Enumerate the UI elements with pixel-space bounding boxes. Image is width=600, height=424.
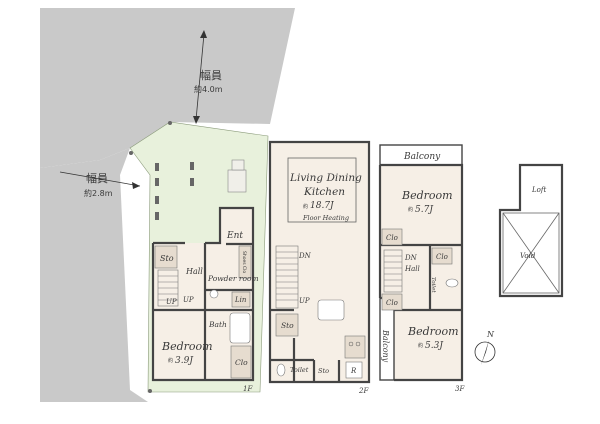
road-west-width-arrow <box>59 171 141 187</box>
void-label: Void <box>520 252 536 260</box>
floor1-entrance-area <box>220 208 253 244</box>
road-north-label: 幅員 <box>200 69 222 82</box>
stairs-3f <box>383 249 403 293</box>
bedroom-3f-b-size-prefix: 約 <box>418 342 423 349</box>
toilet-3f-label: Toilet <box>430 277 436 293</box>
entrance-step <box>227 169 247 193</box>
kitchen-island <box>317 299 345 321</box>
storage-2f <box>275 313 299 337</box>
refrigerator-label: R <box>350 367 357 375</box>
road-west-arrowhead <box>132 182 140 189</box>
powder-room-label: Powder room <box>207 274 259 283</box>
road-north-width-arrow <box>195 33 205 121</box>
balcony-top-label: Balcony <box>403 152 441 162</box>
toilet-3f-icon <box>445 278 459 288</box>
floor2-walls <box>268 140 371 384</box>
entrance-step <box>231 159 245 171</box>
up-1f-label: UP <box>183 296 194 304</box>
storage-2f-label: Sto <box>281 321 294 330</box>
closet-3f-a <box>381 228 403 246</box>
closet-1f-label: Clo <box>235 358 248 367</box>
toilet-icon <box>276 363 286 377</box>
stove-icon <box>355 341 361 347</box>
bathtub <box>229 312 251 344</box>
stairs-1f-up: UP <box>166 298 177 306</box>
kitchen-counter <box>344 335 366 359</box>
stairs-3f-down: DN <box>404 254 418 262</box>
road-west-width: 約2.8m <box>84 188 113 198</box>
balcony-side-label: Balcony <box>381 329 390 363</box>
closet-1f <box>230 345 252 379</box>
road-north <box>40 8 295 168</box>
bedroom-3f-a-size-prefix: 約 <box>408 206 413 213</box>
garden-posts <box>155 162 194 220</box>
north-arrow-icon <box>474 340 496 365</box>
closet-3f-c <box>381 293 403 311</box>
floor3-label: 3F <box>455 385 465 393</box>
road-north-arrowhead-bottom <box>193 116 200 124</box>
ldk-line2: Kitchen <box>303 186 345 198</box>
refrigerator <box>345 361 363 379</box>
bedroom-3f-b-size: 5.3J <box>425 341 444 351</box>
stairs-2f-up: UP <box>299 297 310 305</box>
void-area <box>502 212 560 294</box>
floor1-label: 1F <box>243 385 253 393</box>
linen-label: Lin <box>234 296 247 304</box>
road-north-arrowhead-top <box>200 30 207 38</box>
storage-1f <box>154 245 178 269</box>
shoes-closet-label: Shoes Clo <box>241 251 247 273</box>
storage2-2f-label: Sto <box>318 367 329 375</box>
floor-heating-area <box>287 157 357 223</box>
closet-3f-a-label: Clo <box>386 234 398 242</box>
ldk-size-prefix: 約 <box>303 203 308 210</box>
linen-closet <box>231 291 251 308</box>
bedroom-1f-size-prefix: 約 <box>168 357 173 364</box>
hall-3f-label: Hall <box>404 265 420 273</box>
entrance-label: Ent <box>226 231 243 241</box>
compass-north: N <box>486 330 495 339</box>
storage-1f-label: Sto <box>160 254 174 263</box>
shoes-closet <box>238 245 252 279</box>
closet-3f-b-label: Clo <box>436 253 448 261</box>
sink-icon <box>209 289 219 299</box>
bedroom-1f-size: 3.9J <box>175 356 194 366</box>
bedroom-3f-b-label: Bedroom <box>407 325 459 338</box>
floor2-label: 2F <box>358 387 369 395</box>
lot-marker <box>168 121 172 125</box>
bedroom-1f-label: Bedroom <box>161 340 213 353</box>
lot-marker <box>129 151 133 155</box>
stairs-2f-down: DN <box>298 252 312 260</box>
lot-marker <box>148 389 152 393</box>
road-west-label: 幅員 <box>86 172 108 185</box>
stove-icon <box>348 341 354 347</box>
hall-1f-label: Hall <box>185 267 203 276</box>
road-west <box>40 148 148 402</box>
loft-walls <box>498 163 564 298</box>
stairs-2f <box>275 245 299 309</box>
closet-3f-c-label: Clo <box>386 299 398 307</box>
void-diagonal <box>502 212 560 294</box>
closet-3f-b <box>431 247 453 265</box>
ldk-size: 18.7J <box>310 201 335 211</box>
road-north-width: 約4.0m <box>194 84 223 94</box>
stairs-1f <box>157 269 179 307</box>
toilet-2f-label: Toilet <box>290 366 309 374</box>
bedroom-3f-a-label: Bedroom <box>401 189 453 202</box>
floor-heating-label: Floor Heating <box>302 214 349 222</box>
floor1-walls <box>151 206 255 382</box>
ldk-line1: Living Dining <box>289 172 362 184</box>
loft-label: Loft <box>531 186 546 194</box>
bath-room-label: Bath room <box>208 320 249 329</box>
bedroom-3f-a-size: 5.7J <box>415 205 434 215</box>
